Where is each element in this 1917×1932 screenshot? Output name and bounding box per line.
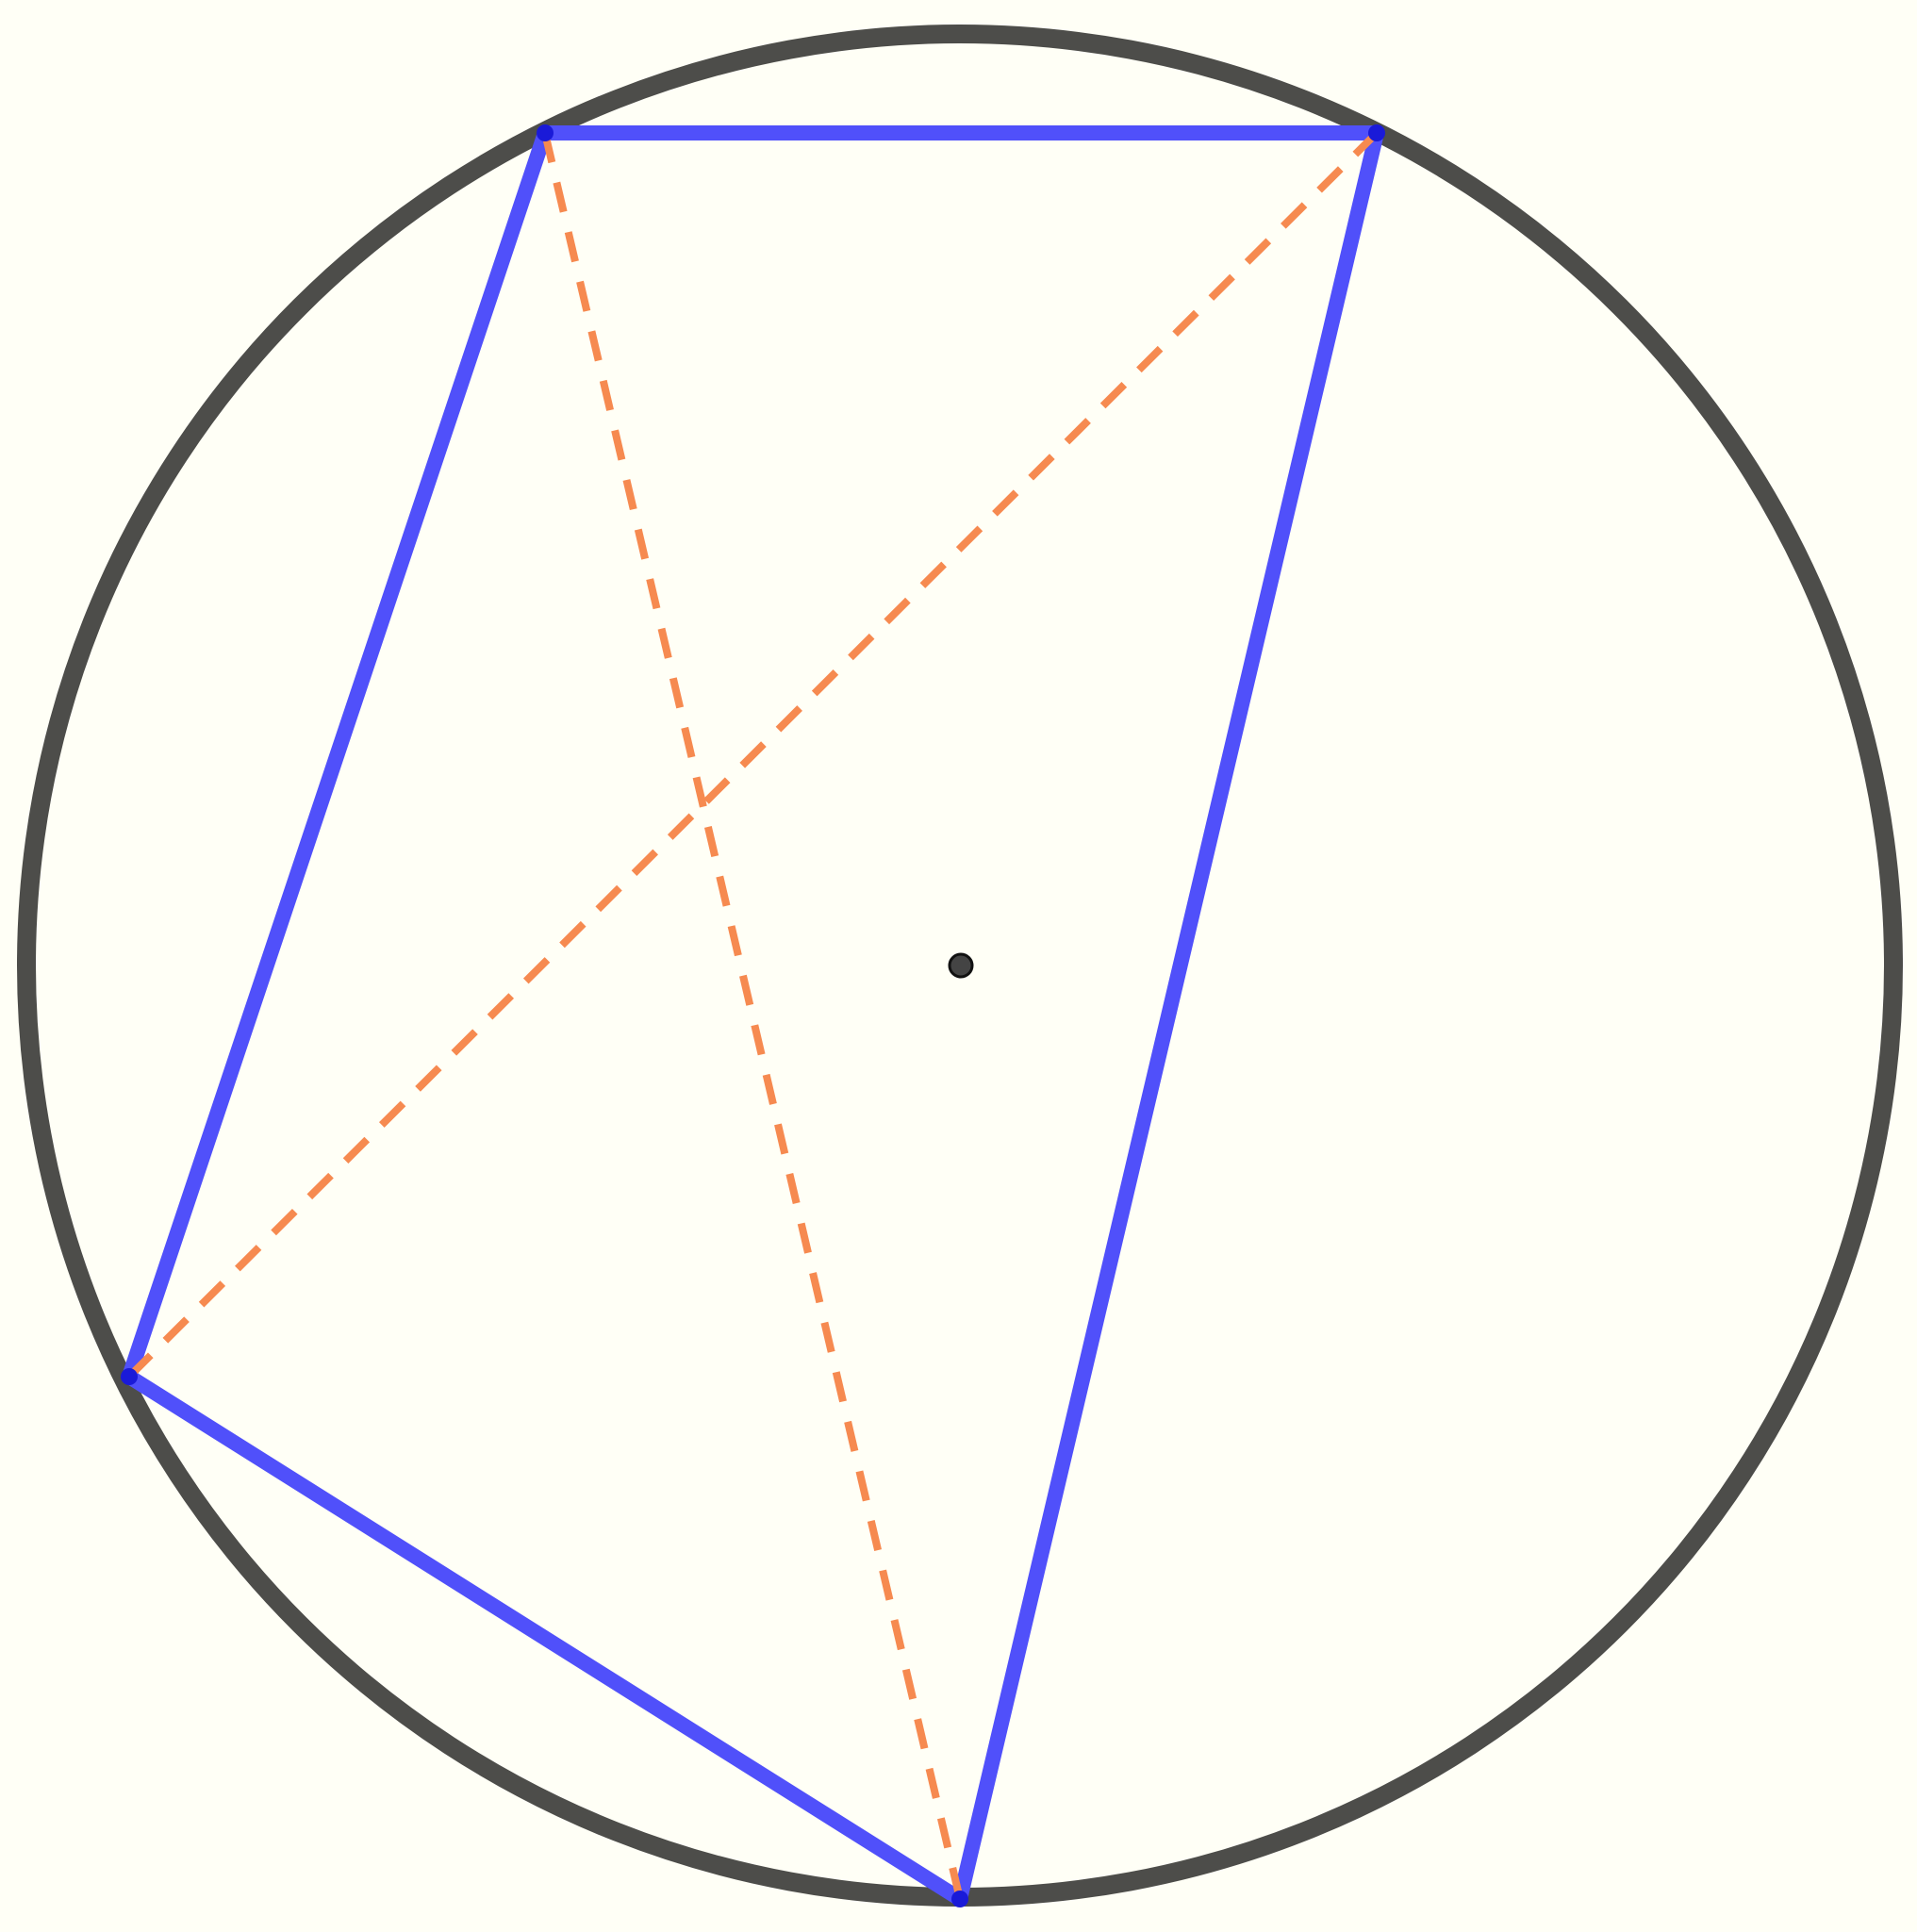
circle-center-point <box>948 952 974 979</box>
side-right <box>952 125 1384 1907</box>
quadrilateral <box>122 125 1384 1907</box>
vertex-left <box>121 1368 138 1385</box>
vertex-bottom <box>951 1891 968 1907</box>
vertices <box>121 124 1385 1907</box>
vertex-top-right <box>1368 124 1385 141</box>
diagonal-top-right-to-left <box>126 130 1380 1379</box>
side-left <box>122 125 553 1384</box>
diagonals <box>126 130 1380 1900</box>
side-bottom <box>122 1369 967 1907</box>
vertex-top-left <box>537 124 554 141</box>
